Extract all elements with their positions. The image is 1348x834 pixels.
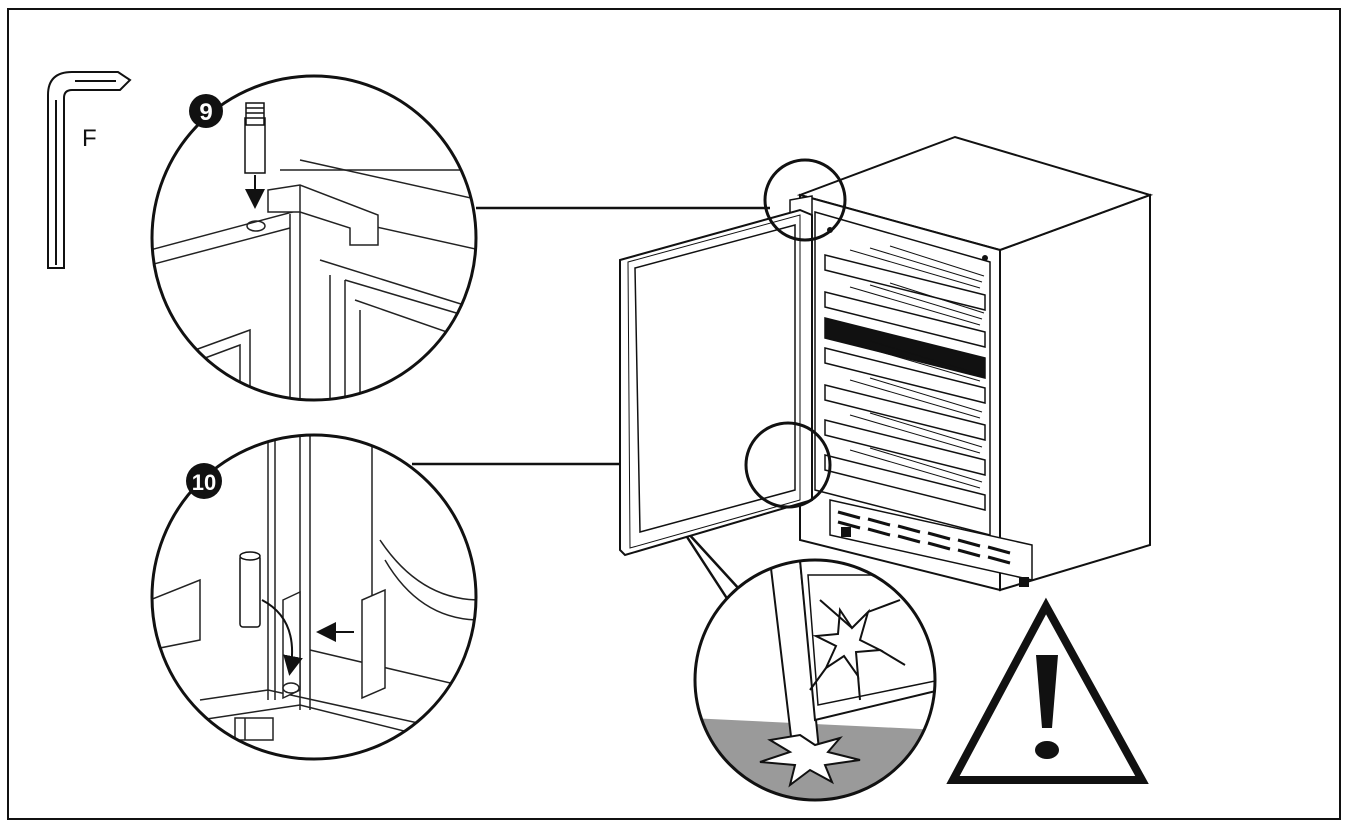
hinge-pin-icon — [239, 551, 261, 628]
detail-10-zoom: 10 — [150, 433, 478, 761]
detail-10-circle — [150, 433, 478, 761]
callout-bottom-hinge — [744, 421, 832, 509]
warning-triangle-icon — [946, 597, 1149, 784]
detail-9-circle — [150, 74, 478, 402]
broken-glass-circle — [693, 558, 937, 802]
impact-burst-icon — [759, 733, 861, 788]
hinge-pin-icon — [244, 102, 266, 174]
step-number-10: 10 — [192, 470, 216, 495]
broken-glass-icon — [809, 599, 906, 701]
callout-top-hinge — [763, 158, 847, 242]
allen-key-icon — [47, 71, 132, 269]
tool-label: F — [82, 125, 97, 152]
step-badge-9 — [189, 94, 223, 128]
step-badge-10 — [186, 463, 222, 499]
broken-glass-zoom — [693, 558, 937, 802]
detail-9-zoom: 9 — [150, 74, 478, 402]
step-number-9: 9 — [199, 99, 212, 126]
curved-arrow-icon — [261, 599, 303, 676]
wine-cooler-illustration — [619, 135, 1154, 592]
page-frame — [7, 8, 1341, 820]
